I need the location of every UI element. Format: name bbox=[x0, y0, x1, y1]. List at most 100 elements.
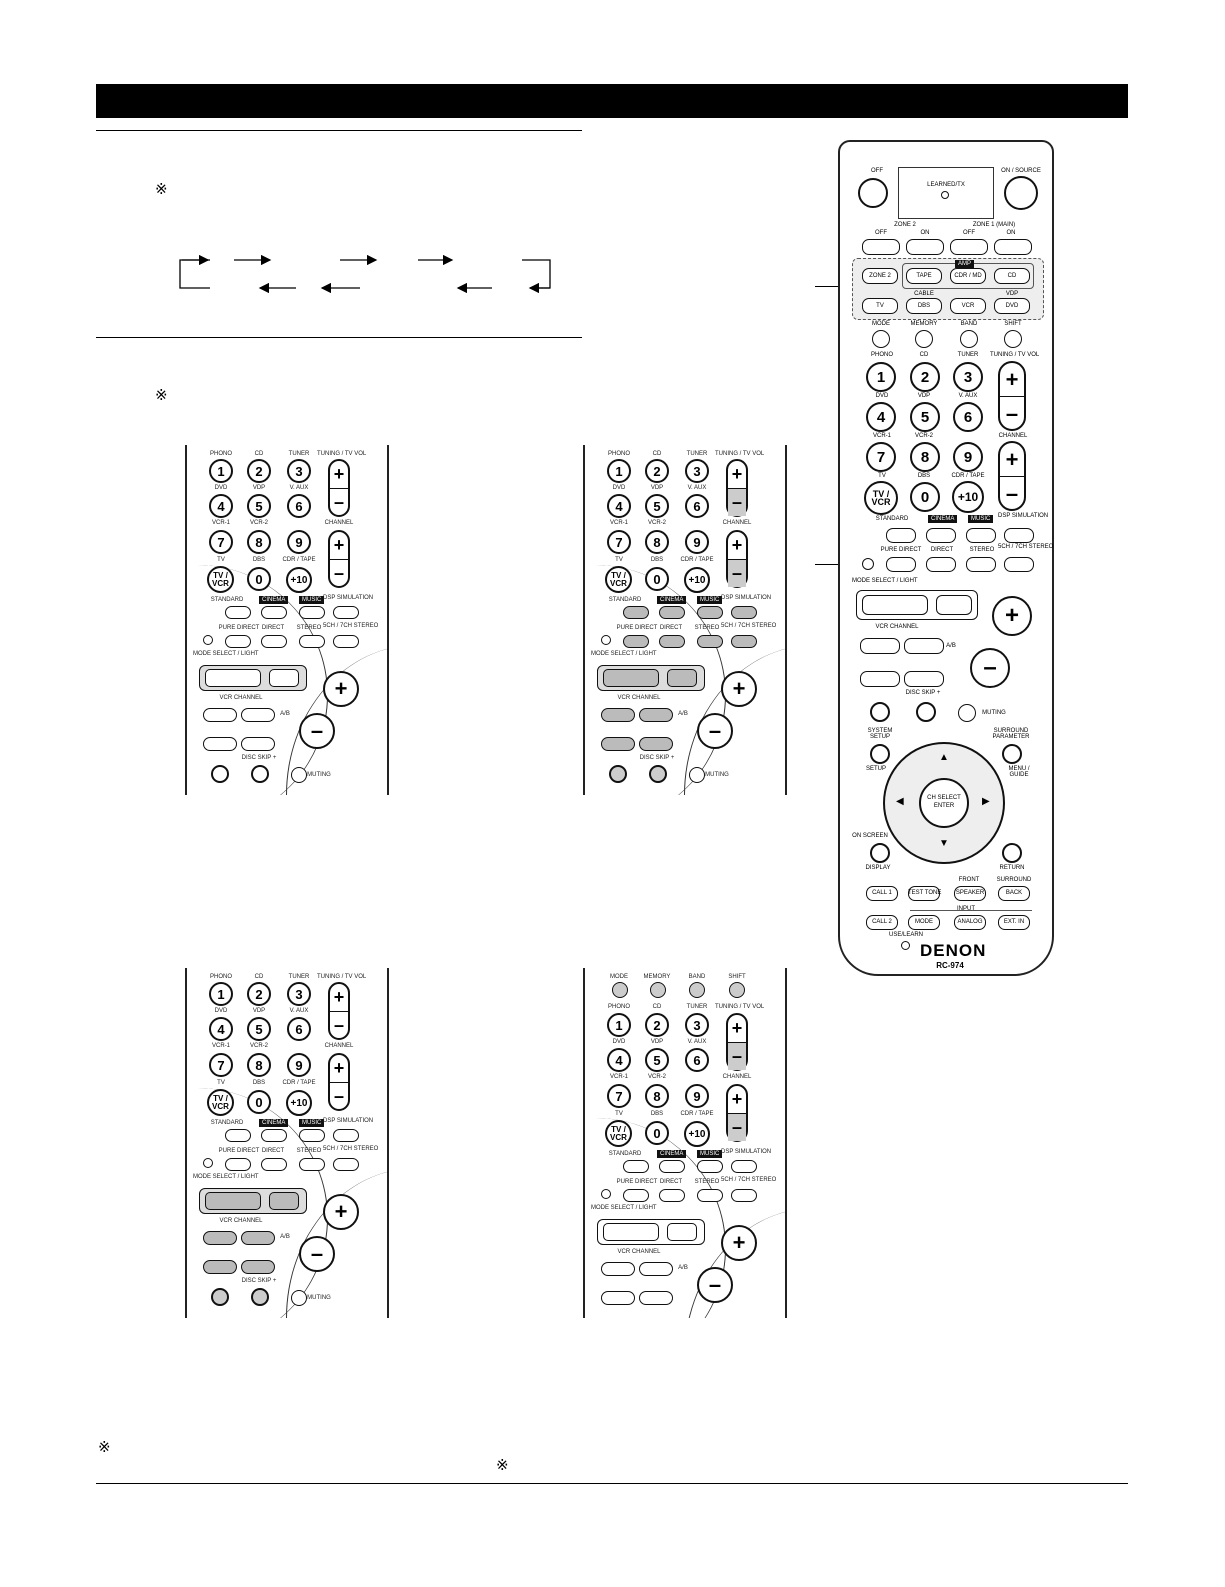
key-0[interactable]: 0 bbox=[247, 567, 271, 591]
dpad-right-arrow[interactable]: ▶ bbox=[982, 796, 990, 807]
muting-button[interactable] bbox=[291, 767, 307, 783]
key-1[interactable]: 1 bbox=[607, 1013, 631, 1037]
direct-button[interactable] bbox=[659, 635, 685, 648]
big-fast-forward-button[interactable] bbox=[904, 671, 944, 687]
dsp-simulation-button[interactable] bbox=[333, 1129, 359, 1142]
power-off-button[interactable] bbox=[858, 178, 888, 208]
ch-stereo-button[interactable] bbox=[731, 635, 757, 648]
key-0[interactable]: 0 bbox=[645, 567, 669, 591]
skip-back-button[interactable] bbox=[601, 1262, 635, 1276]
play-button[interactable] bbox=[603, 1223, 659, 1241]
skip-forward-button[interactable] bbox=[639, 708, 673, 722]
big-pure-direct-button[interactable] bbox=[886, 557, 916, 572]
key-tv-vcr[interactable]: TV / VCR bbox=[207, 1089, 234, 1116]
key-7[interactable]: 7 bbox=[607, 1084, 631, 1108]
channel-rocker[interactable]: + – bbox=[328, 530, 350, 588]
zone1-on-button[interactable] bbox=[994, 239, 1032, 255]
tv-button[interactable] bbox=[862, 298, 898, 314]
stereo-button[interactable] bbox=[299, 635, 325, 648]
master-volume-up[interactable]: + bbox=[721, 671, 757, 707]
surround-back-button[interactable] bbox=[998, 886, 1030, 901]
surround-parameter-button[interactable] bbox=[1002, 744, 1022, 764]
standard-button[interactable] bbox=[225, 606, 251, 619]
big-standard-button[interactable] bbox=[886, 528, 916, 543]
key-2[interactable]: 2 bbox=[247, 459, 271, 483]
key-4[interactable]: 4 bbox=[209, 1017, 233, 1041]
rewind-button[interactable] bbox=[203, 1260, 237, 1274]
standard-button[interactable] bbox=[623, 606, 649, 619]
big-key-6[interactable]: 6 bbox=[953, 402, 983, 432]
mode-button[interactable] bbox=[612, 982, 628, 998]
channel-rocker[interactable]: + – bbox=[726, 530, 748, 588]
call2-button[interactable] bbox=[866, 915, 898, 930]
master-volume-down[interactable]: – bbox=[697, 713, 733, 749]
rewind-button[interactable] bbox=[601, 737, 635, 751]
key-0[interactable]: 0 bbox=[645, 1121, 669, 1145]
zone2-button[interactable] bbox=[862, 268, 898, 284]
call1-button[interactable] bbox=[866, 886, 898, 901]
big-cinema-button[interactable] bbox=[926, 528, 956, 543]
big-key-3[interactable]: 3 bbox=[953, 362, 983, 392]
dvd-button[interactable] bbox=[994, 298, 1030, 314]
music-button[interactable] bbox=[697, 1160, 723, 1173]
key-5[interactable]: 5 bbox=[247, 1017, 271, 1041]
dsp-simulation-button[interactable] bbox=[731, 1160, 757, 1173]
key-3[interactable]: 3 bbox=[685, 459, 709, 483]
key-4[interactable]: 4 bbox=[607, 1048, 631, 1072]
key-1[interactable]: 1 bbox=[209, 459, 233, 483]
return-button[interactable] bbox=[1002, 843, 1022, 863]
big-master-volume-up[interactable]: + bbox=[992, 596, 1032, 636]
key-9[interactable]: 9 bbox=[287, 530, 311, 554]
key-6[interactable]: 6 bbox=[287, 1017, 311, 1041]
key-7[interactable]: 7 bbox=[209, 1053, 233, 1077]
key-2[interactable]: 2 bbox=[247, 982, 271, 1006]
key-4[interactable]: 4 bbox=[607, 494, 631, 518]
zone1-off-button[interactable] bbox=[950, 239, 988, 255]
stop-button[interactable] bbox=[667, 1223, 697, 1241]
big-ch-stereo-button[interactable] bbox=[1004, 557, 1034, 572]
band-button-big[interactable] bbox=[960, 330, 978, 348]
master-volume-down[interactable]: – bbox=[299, 713, 335, 749]
key-9[interactable]: 9 bbox=[287, 1053, 311, 1077]
key-6[interactable]: 6 bbox=[685, 1048, 709, 1072]
channel-rocker[interactable]: + – bbox=[726, 1084, 748, 1142]
dsp-simulation-button[interactable] bbox=[731, 606, 757, 619]
analog-button[interactable] bbox=[954, 915, 986, 930]
master-volume-up[interactable]: + bbox=[323, 671, 359, 707]
disc-skip-button[interactable] bbox=[251, 765, 269, 783]
music-button[interactable] bbox=[299, 1129, 325, 1142]
music-button[interactable] bbox=[697, 606, 723, 619]
key-2[interactable]: 2 bbox=[645, 459, 669, 483]
muting-button[interactable] bbox=[291, 1290, 307, 1306]
dsp-simulation-button[interactable] bbox=[333, 606, 359, 619]
pure-direct-button[interactable] bbox=[623, 1189, 649, 1202]
cinema-button[interactable] bbox=[261, 1129, 287, 1142]
key-8[interactable]: 8 bbox=[247, 1053, 271, 1077]
band-button[interactable] bbox=[689, 982, 705, 998]
pause-button[interactable] bbox=[211, 1288, 229, 1306]
key-9[interactable]: 9 bbox=[685, 1084, 709, 1108]
play-button[interactable] bbox=[205, 1192, 261, 1210]
key-3[interactable]: 3 bbox=[685, 1013, 709, 1037]
key-7[interactable]: 7 bbox=[607, 530, 631, 554]
big-master-volume-down[interactable]: – bbox=[970, 648, 1010, 688]
master-volume-up[interactable]: + bbox=[721, 1225, 757, 1261]
rewind-button[interactable] bbox=[203, 737, 237, 751]
fast-forward-button[interactable] bbox=[639, 737, 673, 751]
muting-button[interactable] bbox=[689, 767, 705, 783]
big-key-7[interactable]: 7 bbox=[866, 442, 896, 472]
big-key-0[interactable]: 0 bbox=[910, 482, 940, 512]
big-key-2[interactable]: 2 bbox=[910, 362, 940, 392]
zone2-on-button[interactable] bbox=[906, 239, 944, 255]
system-setup-button[interactable] bbox=[870, 744, 890, 764]
big-dsp-button[interactable] bbox=[1004, 528, 1034, 543]
big-pause-button[interactable] bbox=[870, 702, 890, 722]
shift-button-big[interactable] bbox=[1004, 330, 1022, 348]
big-key-9[interactable]: 9 bbox=[953, 442, 983, 472]
tuning-vol-rocker[interactable]: + – bbox=[328, 459, 350, 517]
big-skip-back-button[interactable] bbox=[860, 638, 900, 654]
ch-stereo-button[interactable] bbox=[333, 1158, 359, 1171]
key-4[interactable]: 4 bbox=[209, 494, 233, 518]
big-key-tv-vcr[interactable]: TV / VCR bbox=[864, 481, 898, 515]
music-button[interactable] bbox=[299, 606, 325, 619]
